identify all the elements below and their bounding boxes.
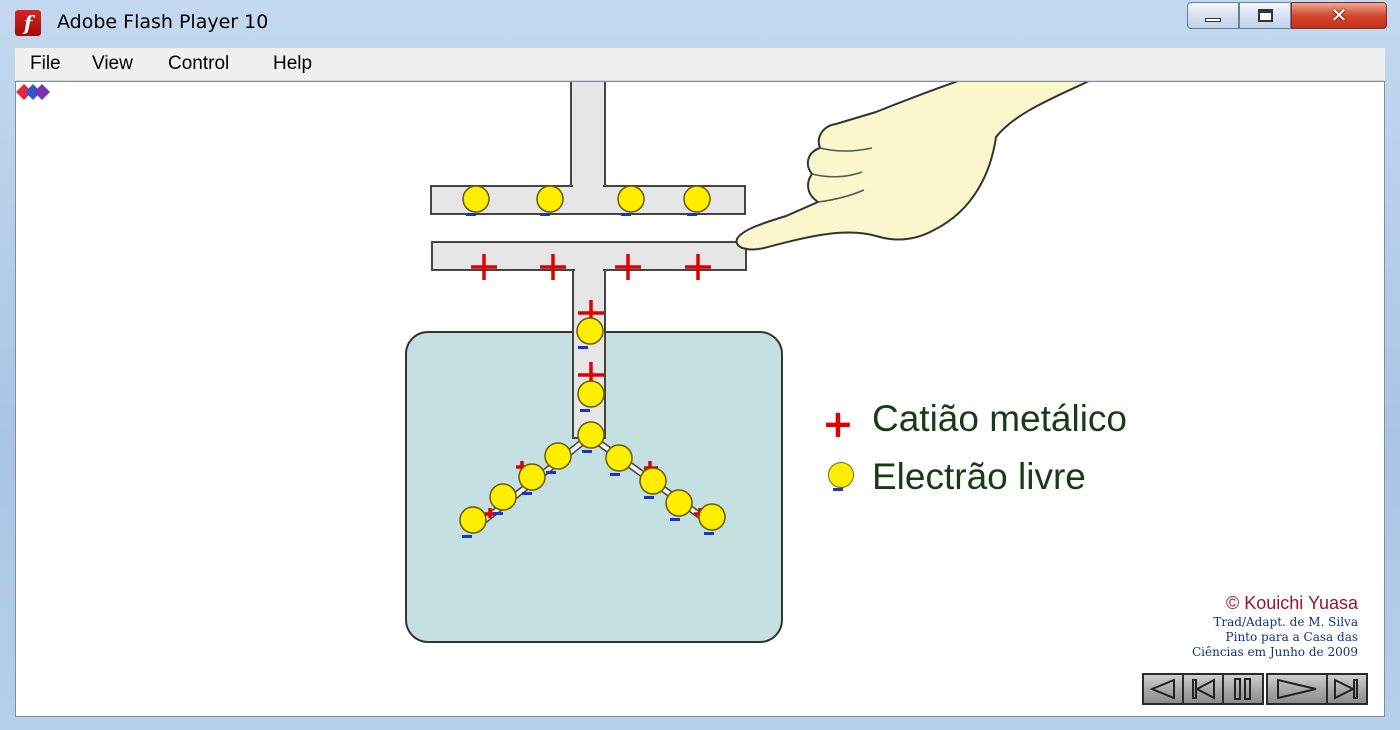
menu-view[interactable]: View (92, 53, 133, 74)
electron (639, 467, 667, 499)
electron (577, 421, 605, 453)
electron (698, 503, 726, 535)
electron (518, 463, 546, 495)
play-button[interactable] (1266, 673, 1328, 705)
free-electrons (459, 185, 726, 538)
maximize-icon (1258, 9, 1273, 22)
electroscope-stem (572, 269, 606, 439)
cation-plus (615, 254, 641, 280)
rewind-icon (1149, 678, 1175, 700)
menu-control[interactable]: Control (168, 53, 230, 74)
credit-line-1: Trad/Adapt. de M. Silva (1213, 615, 1358, 629)
minimize-button[interactable] (1187, 2, 1239, 29)
last-frame-icon (1334, 678, 1358, 700)
electron (544, 442, 572, 474)
first-frame-button[interactable] (1182, 673, 1224, 705)
rewind-button[interactable] (1142, 673, 1184, 705)
credit-line-2: Pinto para a Casa das (1225, 630, 1358, 644)
electron-legend-icon (828, 462, 854, 488)
close-icon: ✕ (1330, 3, 1348, 27)
menu-file[interactable]: File (30, 53, 61, 74)
cation-plus (540, 254, 566, 280)
pause-button[interactable] (1222, 673, 1264, 705)
menu-bar: File View Control Help (15, 48, 1385, 81)
electron (665, 489, 693, 521)
electron (536, 185, 564, 216)
maximize-button[interactable] (1239, 2, 1291, 29)
author-credit: © Kouichi Yuasa (1225, 593, 1358, 613)
cation-plus (685, 254, 711, 280)
play-icon (1277, 678, 1317, 700)
menu-help[interactable]: Help (273, 53, 313, 74)
electron (617, 185, 645, 216)
credit-line-3: Ciências em Junho de 2009 (1191, 645, 1358, 659)
electroscope-illustration (405, 82, 1090, 643)
electron (489, 483, 517, 515)
minimize-icon (1205, 18, 1221, 22)
electron (462, 185, 490, 216)
flash-icon: f (15, 10, 41, 36)
window-title: Adobe Flash Player 10 (57, 11, 269, 33)
electron (683, 185, 711, 216)
electron (576, 317, 604, 349)
upper-rod (570, 82, 606, 187)
pause-icon (1234, 678, 1251, 700)
first-frame-icon (1192, 678, 1215, 700)
electron (459, 506, 487, 538)
last-frame-button[interactable] (1326, 673, 1368, 705)
electron (605, 444, 633, 476)
electron (577, 380, 605, 412)
pointing-hand (735, 82, 1090, 251)
electron-legend-label: Electrão livre (872, 456, 1086, 497)
flash-stage[interactable]: + Catião metálico Electrão livre © Kouic… (15, 81, 1385, 717)
cation-legend-icon: + (822, 402, 854, 446)
cation-plus (471, 254, 497, 280)
cation-legend-label: Catião metálico (872, 398, 1128, 439)
title-bar[interactable]: f Adobe Flash Player 10 ✕ (0, 0, 1400, 46)
close-button[interactable]: ✕ (1291, 2, 1387, 29)
electron-minus-icon (833, 488, 843, 491)
casa-das-ciencias-logo (16, 84, 50, 100)
